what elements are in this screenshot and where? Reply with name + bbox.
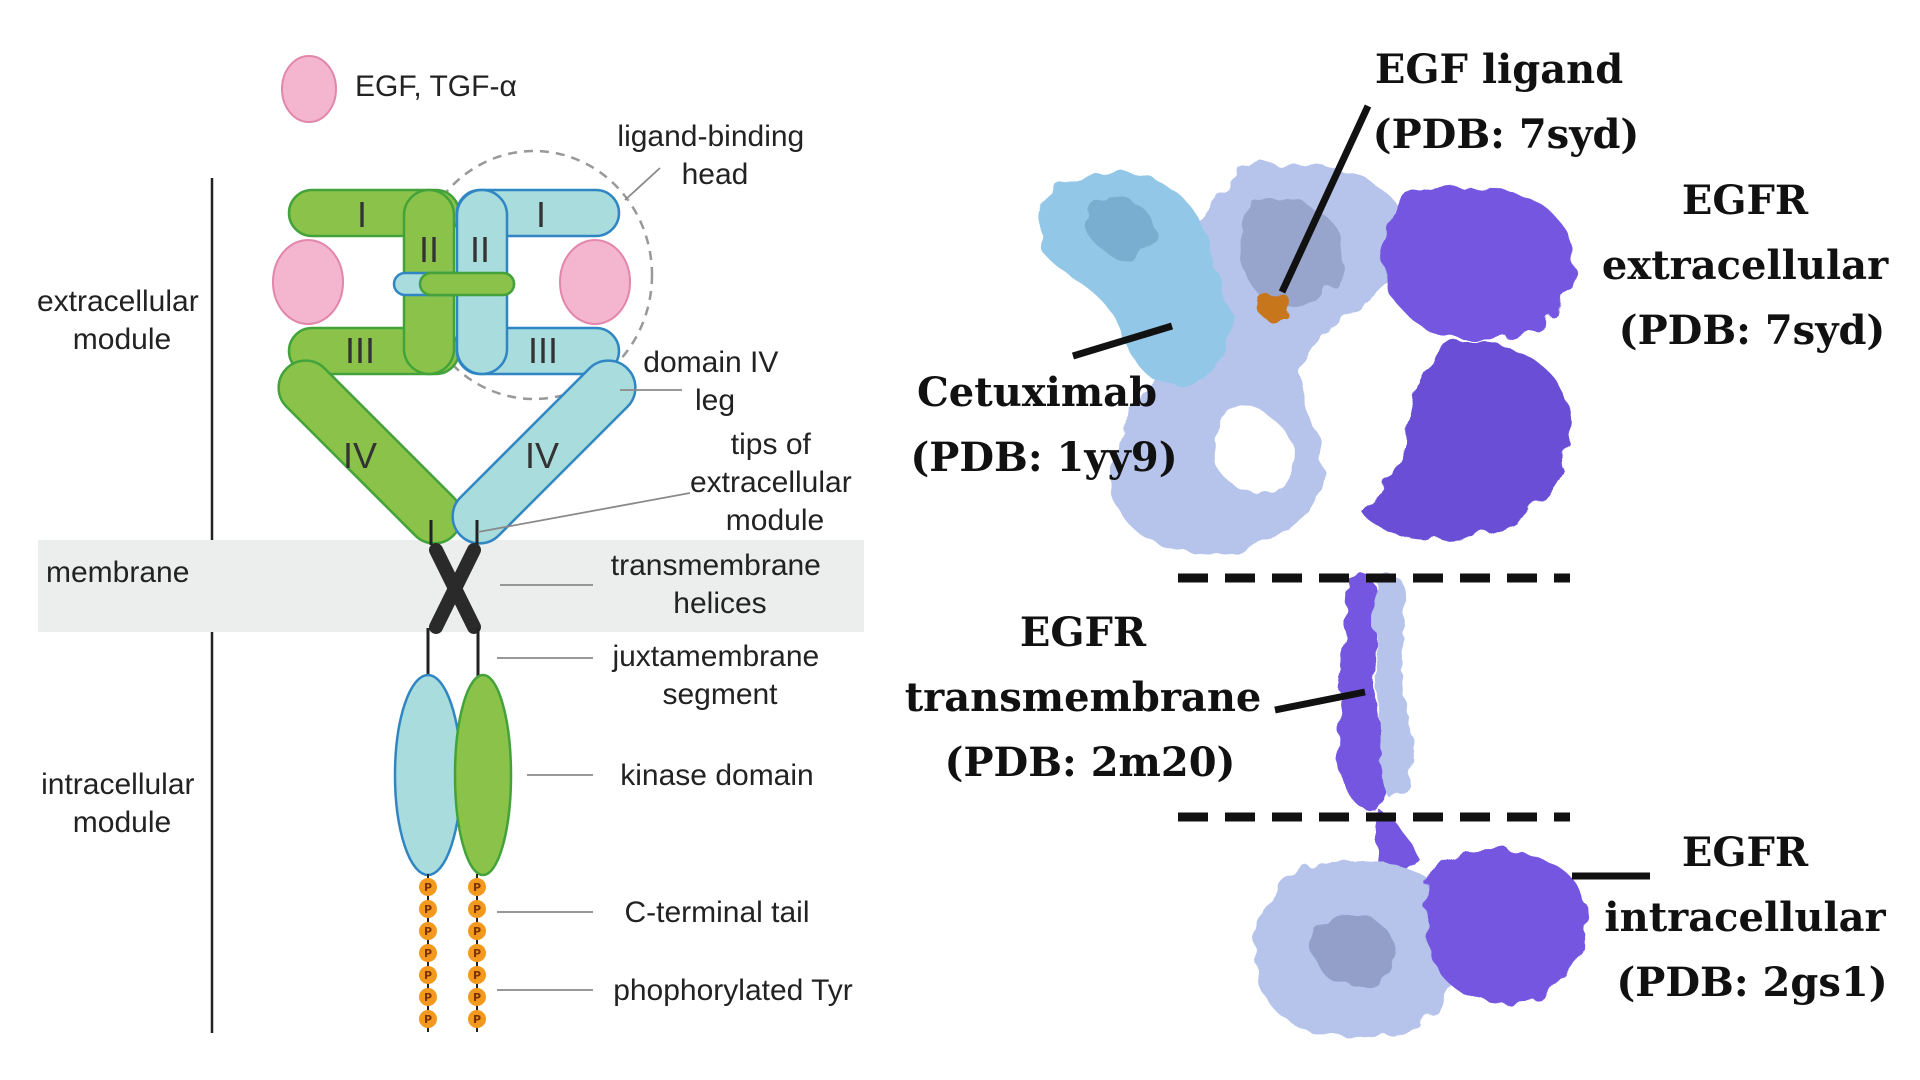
- region-label-intracellular: intracellular module: [41, 768, 203, 839]
- left-domain-iii-label: III: [345, 330, 375, 371]
- phospho-tyr-label-left-1: P: [424, 881, 432, 894]
- callout-ligand-binding-head: ligand-binding head: [617, 120, 812, 191]
- left-domain-iv-label: IV: [343, 435, 377, 476]
- ligand-right: [559, 239, 631, 325]
- cetuximab-structure: [1038, 171, 1231, 386]
- phospho-tyr-left-3: [419, 922, 437, 940]
- phospho-tyr-left-1: [419, 878, 437, 896]
- phospho-tyr-left-4: [419, 944, 437, 962]
- label-egfr-extracellular: EGFR extracellular (PDB: 7syd): [1602, 177, 1902, 354]
- label-cetuximab: Cetuximab (PDB: 1yy9): [910, 369, 1177, 481]
- intracellular-linker: [1375, 810, 1420, 880]
- left-domain-iv-shape: [277, 359, 463, 545]
- egfr-monomer-left: [277, 188, 516, 545]
- phospho-tyr-label-right-6: P: [473, 991, 481, 1004]
- egfr-extracellular-structure: [1110, 162, 1406, 554]
- egfr-chain-b-head: [1382, 185, 1575, 342]
- kinase-shadow: [1310, 913, 1396, 989]
- callout-domain-iv-leg: domain IV leg: [643, 346, 786, 417]
- phospho-tyr-left-2: [419, 900, 437, 918]
- phospho-tyr-label-left-2: P: [424, 903, 432, 916]
- left-domain-ii-label: II: [419, 229, 439, 270]
- phospho-tyr-right-4: [468, 944, 486, 962]
- ligand-binding-head-outline: [414, 149, 654, 401]
- kinase-domain-green: [453, 673, 513, 877]
- tm-helix-light: [1374, 574, 1413, 800]
- legend-ligand-ellipse: [281, 55, 337, 123]
- right-domain-iv-label: IV: [525, 435, 559, 476]
- ligand-left: [272, 239, 344, 325]
- callout-juxtamembrane-segment: juxtamembrane segment: [611, 640, 827, 711]
- right-domain-iv-shape: [451, 359, 637, 545]
- phospho-tyr-label-right-7: P: [473, 1013, 481, 1026]
- phospho-tyr-label-left-3: P: [424, 925, 432, 938]
- label-egfr-transmembrane: EGFR transmembrane (PDB: 2m20): [905, 609, 1276, 786]
- phospho-tyr-right-3: [468, 922, 486, 940]
- egfr-chain-b-body: [1360, 342, 1572, 540]
- left-domain-i-label: I: [357, 194, 367, 235]
- schematic-panel: extracellular module membrane intracellu…: [37, 55, 864, 1033]
- callout-phosphorylated-tyr: phophorylated Tyr: [613, 974, 853, 1007]
- cetuximab-shadow: [1086, 198, 1156, 259]
- phospho-tyr-label-left-4: P: [424, 947, 432, 960]
- callout-transmembrane-helices: transmembrane helices: [611, 549, 829, 620]
- phospho-tyr-label-right-2: P: [473, 903, 481, 916]
- region-label-extracellular: extracellular module: [37, 285, 207, 356]
- phospho-tyr-right-6: [468, 988, 486, 1006]
- pointer-transmembrane: [1274, 688, 1366, 714]
- left-dimerization-arm-front: [418, 271, 516, 297]
- kinase-chain-b: [1424, 850, 1587, 1004]
- phospho-tyr-label-right-5: P: [473, 969, 481, 982]
- leader-tips: [477, 492, 691, 533]
- right-domain-iii-label: III: [528, 330, 558, 371]
- phospho-tyr-left-7: [419, 1010, 437, 1028]
- callout-c-terminal-tail: C-terminal tail: [624, 896, 809, 929]
- label-egf-ligand: EGF ligand (PDB: 7syd): [1373, 46, 1640, 158]
- egf-ligand-structure: [1258, 293, 1293, 322]
- phospho-tyr-label-left-7: P: [424, 1013, 432, 1026]
- phospho-tyr-right-7: [468, 1010, 486, 1028]
- structure-panel: EGF ligand (PDB: 7syd) EGFR extracellula…: [905, 46, 1902, 1038]
- transmembrane-helix-b: [429, 543, 481, 634]
- legend-ligand-label: EGF, TGF-α: [355, 70, 517, 103]
- egfr-chain-a-shadow: [1239, 197, 1346, 303]
- phospho-tyr-label-left-6: P: [424, 991, 432, 1004]
- phospho-tyr-label-right-3: P: [473, 925, 481, 938]
- phospho-tyr-right-5: [468, 966, 486, 984]
- egfr-chain-b-extracellular: [1360, 185, 1575, 540]
- leader-ligand-binding-head: [624, 167, 661, 201]
- phospho-tyr-label-right-4: P: [473, 947, 481, 960]
- egfr-intracellular-structure: [1256, 810, 1587, 1038]
- pointer-cetuximab: [1071, 322, 1174, 360]
- region-label-membrane: membrane: [46, 556, 189, 589]
- phospho-tyr-right-1: [468, 878, 486, 896]
- right-domain-ii-label: II: [470, 229, 490, 270]
- callout-kinase-domain: kinase domain: [620, 759, 813, 792]
- phospho-tyr-label-right-1: P: [473, 881, 481, 894]
- kinase-domain-teal: [393, 673, 463, 877]
- phospho-tyr-right-2: [468, 900, 486, 918]
- label-egfr-intracellular: EGFR intracellular (PDB: 2gs1): [1604, 829, 1899, 1006]
- cetuximab-fab: [1038, 171, 1231, 386]
- callout-tips: tips of extracellular module: [690, 428, 860, 537]
- right-domain-i-label: I: [536, 194, 546, 235]
- phospho-tyr-label-left-5: P: [424, 969, 432, 982]
- phospho-tyr-left-6: [419, 988, 437, 1006]
- phospho-tyr-left-5: [419, 966, 437, 984]
- pointer-egf-ligand: [1278, 104, 1372, 294]
- callout-leaders: [477, 167, 691, 991]
